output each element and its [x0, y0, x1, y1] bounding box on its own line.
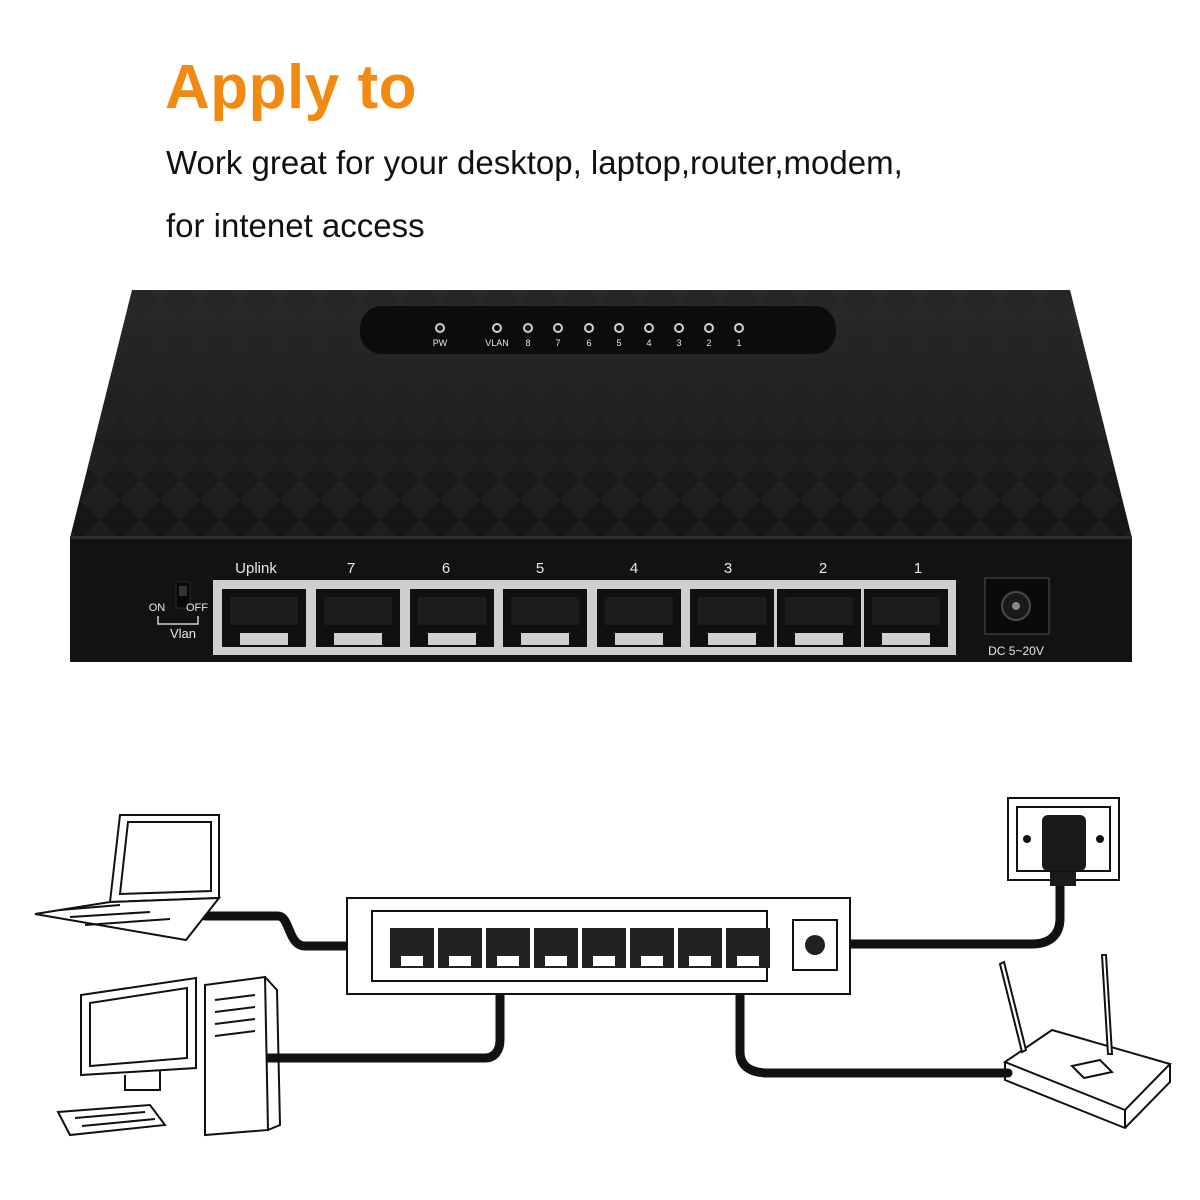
- cable-router: [735, 943, 1013, 1078]
- led-label-5: 5: [616, 338, 621, 348]
- ethernet-ports: [222, 589, 948, 647]
- connection-diagram: [34, 797, 1172, 1137]
- port-label-1: 1: [914, 560, 922, 577]
- port-label-5: 5: [536, 560, 544, 577]
- switch-diagram: [346, 897, 851, 995]
- cable-power: [813, 875, 1065, 949]
- led-label-7: 7: [555, 338, 560, 348]
- led-label-pw: PW: [433, 338, 448, 348]
- router-icon: [998, 954, 1172, 1130]
- led-pw: [435, 323, 445, 333]
- port-label-3: 3: [724, 560, 732, 577]
- port-label-4: 4: [630, 560, 638, 577]
- led-label-1: 1: [736, 338, 741, 348]
- led-port-6: [584, 323, 594, 333]
- port-uplink: [222, 589, 306, 647]
- led-label-2: 2: [706, 338, 711, 348]
- port-2: [777, 589, 861, 647]
- port-1: [864, 589, 948, 647]
- port-4: [597, 589, 681, 647]
- vlan-label: Vlan: [170, 626, 196, 641]
- led-port-4: [644, 323, 654, 333]
- network-switch: PW VLAN 8 7 6 5 4 3 2 1 ON OFF Vlan: [70, 290, 1132, 662]
- description-line-2: for intenet access: [166, 207, 425, 244]
- led-label-6: 6: [586, 338, 591, 348]
- led-port-1: [734, 323, 744, 333]
- led-port-8: [523, 323, 533, 333]
- power-outlet-icon: [1007, 797, 1120, 886]
- led-label-8: 8: [525, 338, 530, 348]
- power-label: DC 5~20V: [988, 644, 1044, 658]
- led-port-5: [614, 323, 624, 333]
- vlan-on-label: ON: [149, 602, 166, 614]
- status-leds: [435, 323, 744, 333]
- vlan-off-label: OFF: [186, 602, 208, 614]
- laptop-icon: [34, 814, 222, 942]
- port-7: [316, 589, 400, 647]
- port-label-7: 7: [347, 560, 355, 577]
- led-label-4: 4: [646, 338, 651, 348]
- port-6: [410, 589, 494, 647]
- port-label-2: 2: [819, 560, 827, 577]
- led-panel: [360, 306, 836, 354]
- led-label-3: 3: [676, 338, 681, 348]
- led-port-7: [553, 323, 563, 333]
- port-3: [690, 589, 774, 647]
- port-label-uplink: Uplink: [235, 560, 277, 577]
- desktop-computer-icon: [56, 975, 282, 1137]
- description-line-1: Work great for your desktop, laptop,rout…: [166, 144, 903, 181]
- led-vlan: [492, 323, 502, 333]
- heading: Apply to: [165, 53, 417, 122]
- led-port-2: [704, 323, 714, 333]
- led-port-3: [674, 323, 684, 333]
- dc-power-jack: [984, 577, 1050, 635]
- cable-desktop: [263, 945, 505, 1063]
- port-5: [503, 589, 587, 647]
- cable-laptop: [200, 911, 403, 951]
- port-label-6: 6: [442, 560, 450, 577]
- led-label-vlan: VLAN: [485, 338, 509, 348]
